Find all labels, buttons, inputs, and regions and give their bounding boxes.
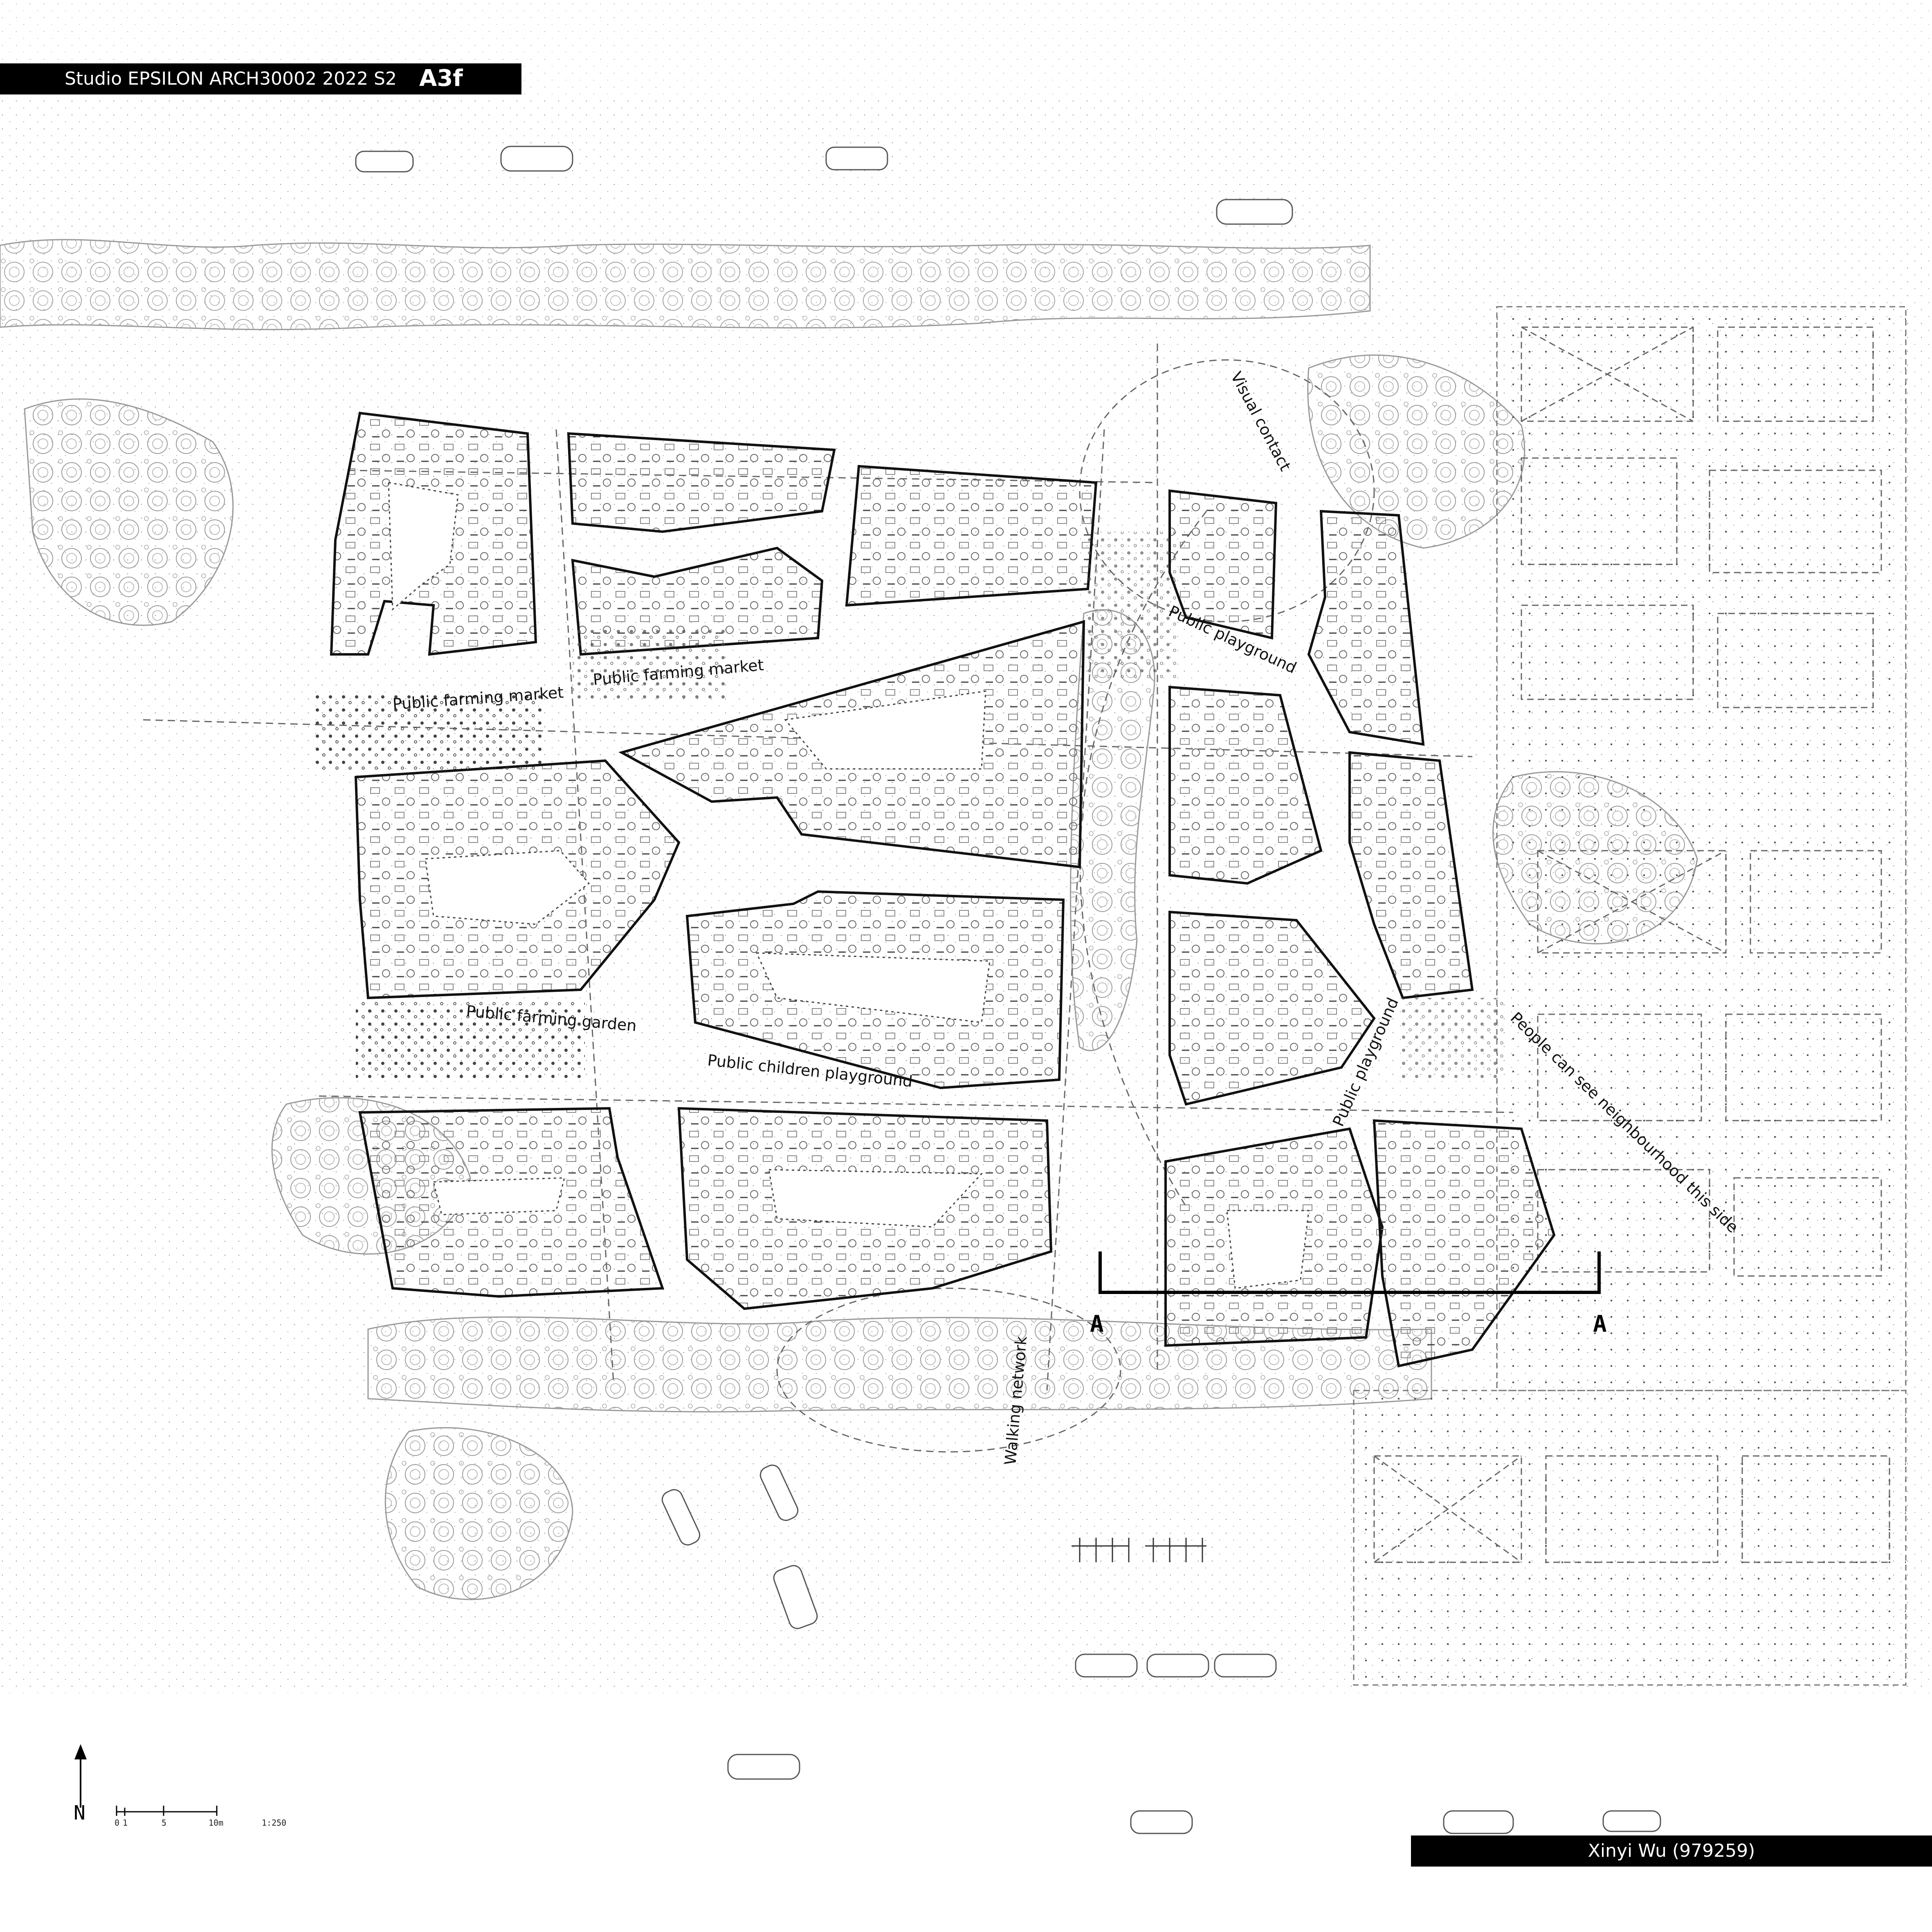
block-n3 [845,465,1098,607]
block-ne2 [1307,510,1425,746]
scale-tick-1: 1 [123,1818,128,1828]
bike-racks [1072,1538,1206,1562]
north-label: N [74,1802,85,1824]
author-name: Xinyi Wu (979259) [1588,1840,1755,1861]
scale-ratio: 1:250 [262,1818,287,1828]
section-marker-left: A [1090,1311,1104,1337]
sheet-number: A3f [419,65,463,92]
title-bar: Studio EPSILON ARCH30002 2022 S2 A3f [0,63,521,94]
building-blocks [330,411,1556,1368]
scale-tick-0: 0 [115,1818,120,1828]
courtyards [388,482,1310,1289]
farming-patches [315,532,1505,1080]
scale-tick-10m: 10m [209,1818,224,1828]
scale-tick-5: 5 [162,1818,167,1828]
cars [355,146,1661,1834]
block-se2 [1373,1119,1556,1368]
neighbourhood-houses [1353,306,1907,1686]
section-line [1099,1251,1601,1294]
north-arrow [74,1744,87,1808]
studio-title: Studio EPSILON ARCH30002 2022 S2 [65,68,397,89]
block-e1 [1168,685,1323,885]
block-e3 [1168,910,1376,1106]
author-bar: Xinyi Wu (979259) [1411,1835,1932,1867]
scale-bar [116,1806,218,1816]
block-n1 [567,432,836,533]
section-marker-right: A [1593,1311,1607,1337]
